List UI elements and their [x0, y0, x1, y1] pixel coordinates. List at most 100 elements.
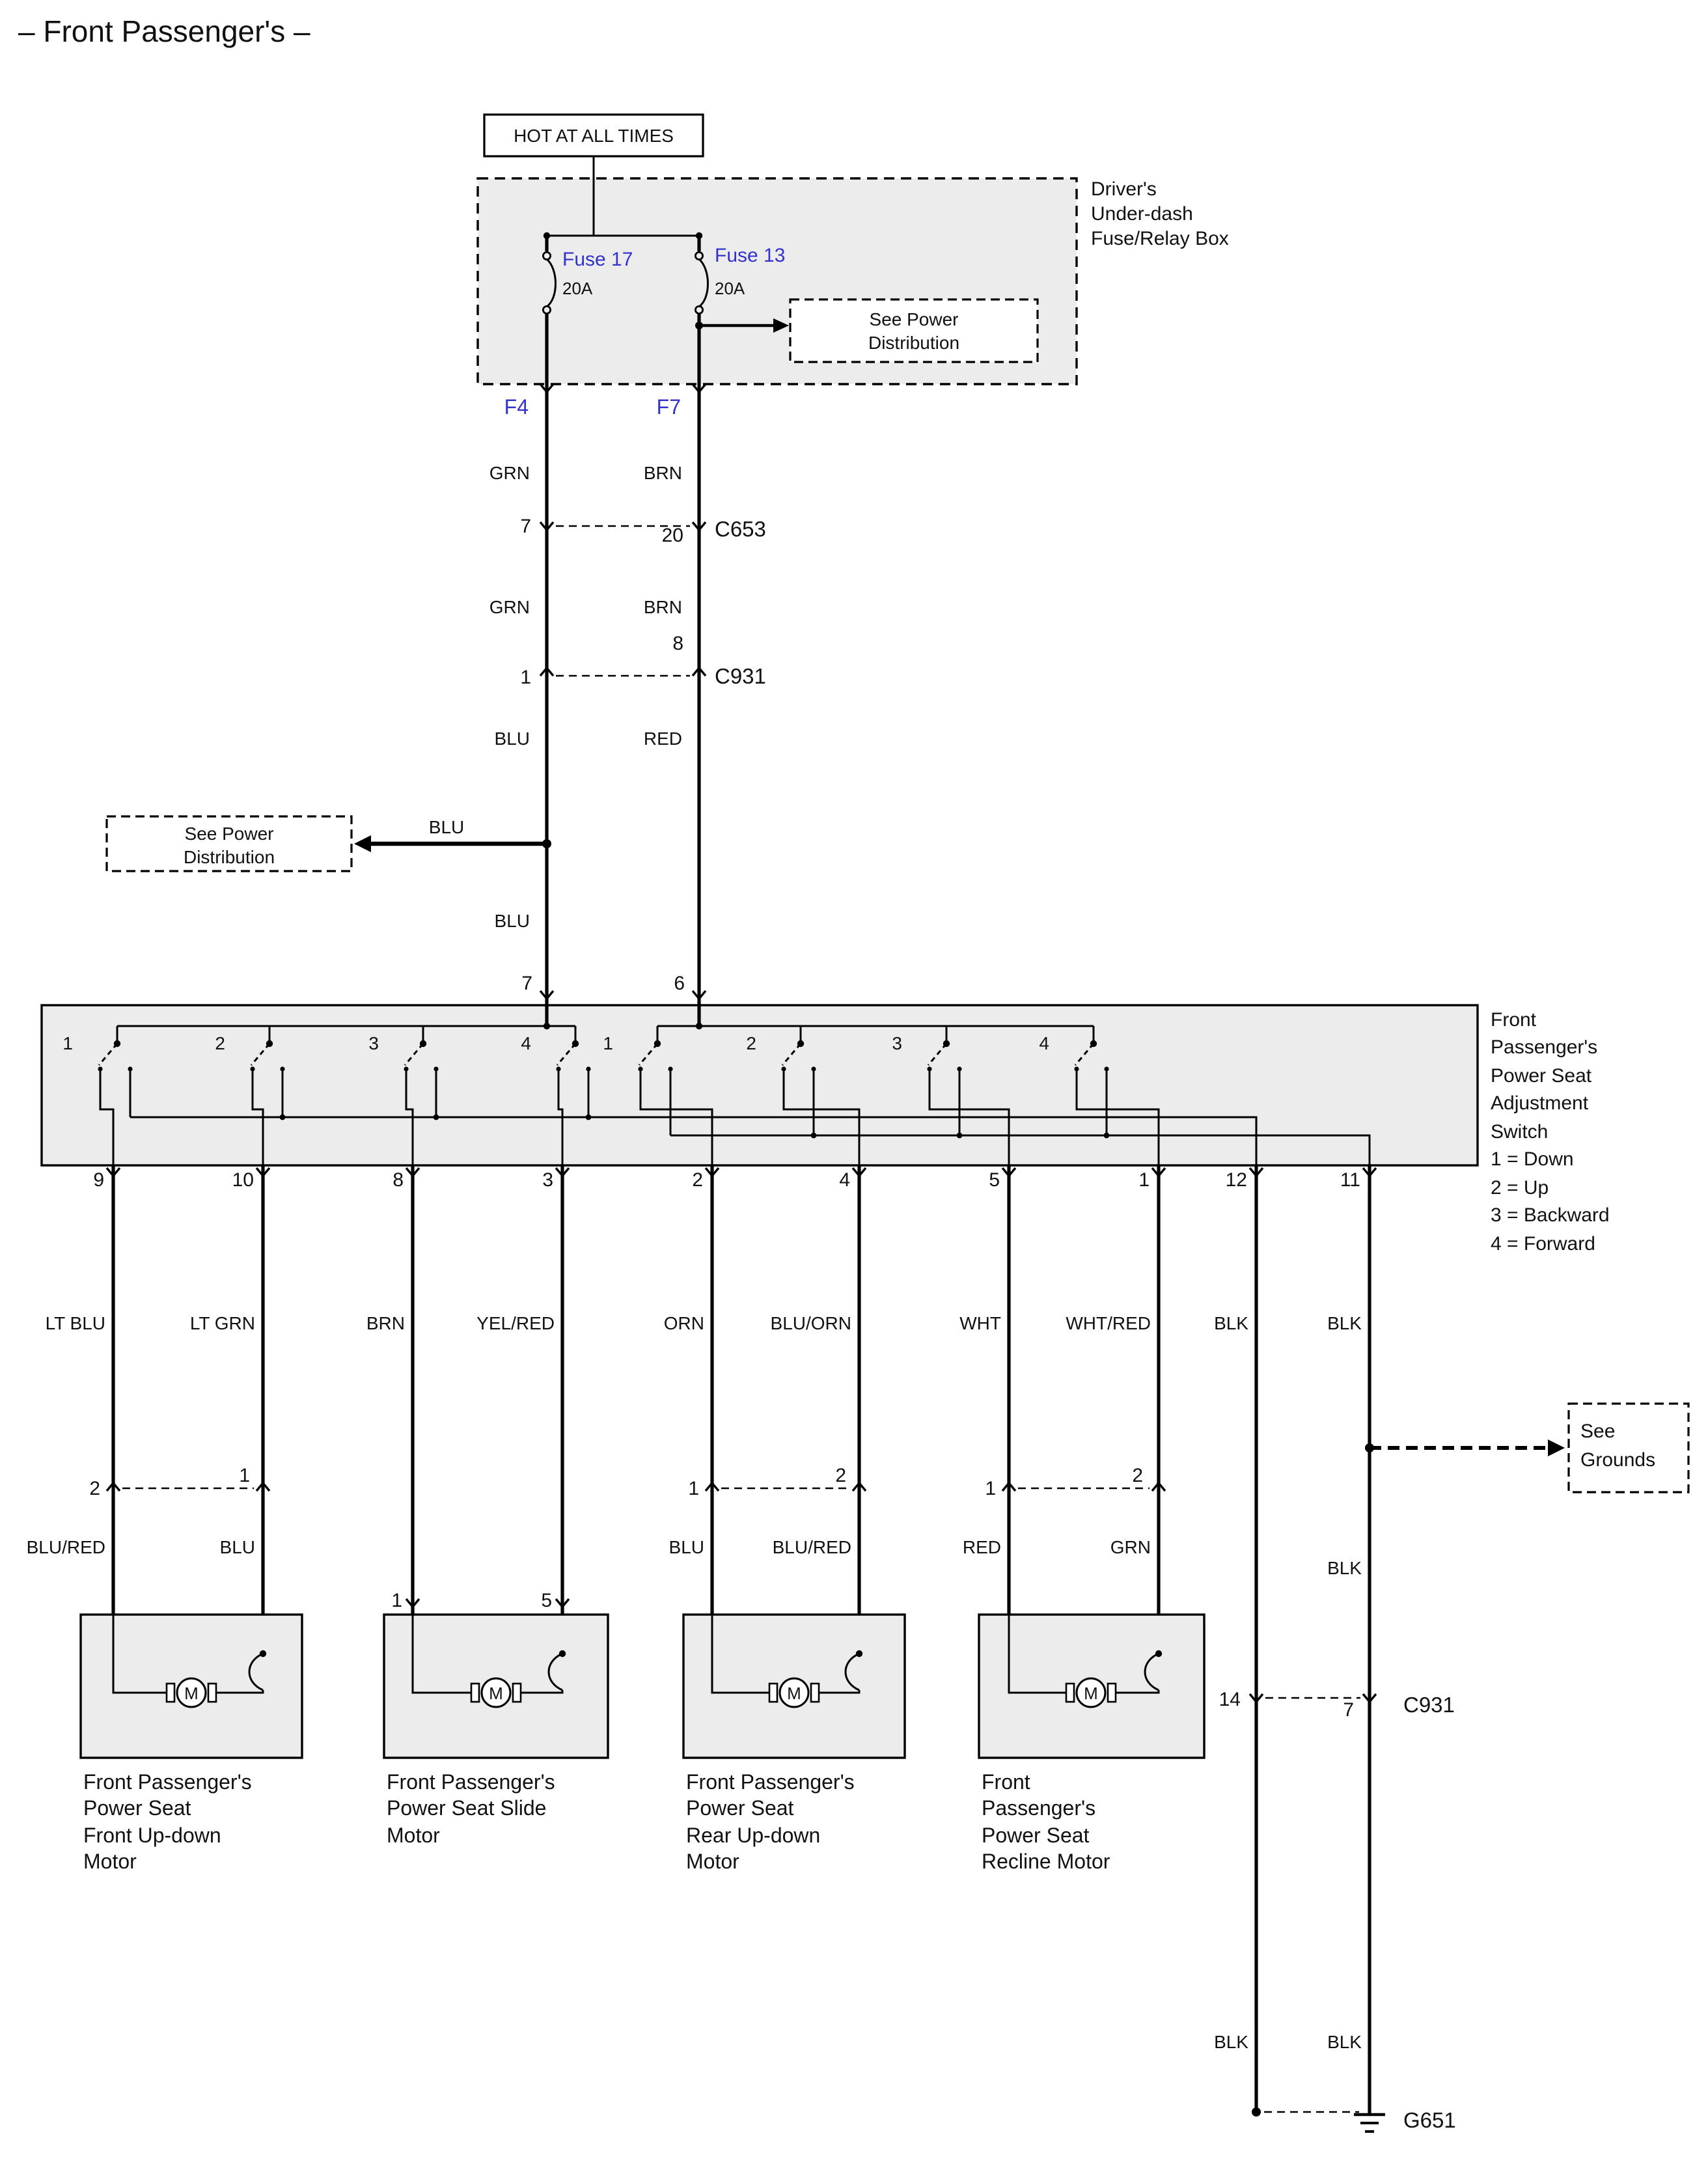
switch-number: 2: [215, 1033, 225, 1053]
junction-dot: [810, 1132, 817, 1139]
motor-symbol: M: [489, 1684, 503, 1703]
output-wires: LT BLU LT GRN BRN YEL/RED ORN BLU/ORN WH…: [27, 1165, 1371, 2115]
wire-color-label: BRN: [644, 463, 682, 483]
junction-dot: [585, 1114, 592, 1120]
ground-g651-label: G651: [1403, 2108, 1456, 2132]
motor-slide: M Front Passenger's Power Seat Slide Mot…: [383, 1613, 609, 1847]
motor-label-line: Passenger's: [982, 1796, 1095, 1820]
motor-symbol: M: [184, 1684, 199, 1703]
switch-number: 2: [746, 1033, 756, 1053]
switch-route: [639, 1081, 713, 1165]
switch-out-pin: 11: [1340, 1169, 1360, 1191]
connector-pin-number: 5: [541, 1590, 552, 1611]
switch-pin-number: 6: [674, 973, 685, 994]
hot-feed-line: [547, 156, 699, 237]
fuse-17-label: Fuse 17: [562, 249, 633, 270]
switch-out-pin: 1: [1138, 1169, 1150, 1191]
arrow-right-icon: [773, 318, 789, 333]
connector-pin-number: 1: [985, 1478, 996, 1499]
switch-pin-number: 7: [521, 973, 532, 994]
switch-route: [99, 1081, 115, 1165]
wire-color-label: GRN: [1110, 1537, 1151, 1557]
ground-run: See Grounds BLK 14 7 C931 BLK BLK G651: [1214, 1402, 1690, 2133]
junction-dot: [1252, 2107, 1261, 2117]
motor-front-up-down: M Front Passenger's Power Seat Front Up-…: [79, 1613, 303, 1873]
see-power-line1: See Power: [185, 824, 274, 844]
switch-ground-collector: [129, 1081, 1258, 1165]
pin-f7-label: F7: [657, 395, 681, 419]
motor-label-line: Front: [982, 1770, 1030, 1794]
motor-symbol: M: [1084, 1684, 1098, 1703]
switch-out-pin: 8: [393, 1169, 404, 1191]
output-wire-bundle: [111, 1165, 1371, 2115]
see-grounds-box: [1567, 1402, 1690, 1493]
motor-label-line: Power Seat Slide: [387, 1796, 546, 1820]
switch-out-pin: 4: [839, 1169, 850, 1191]
junction-dot: [695, 1022, 703, 1030]
switch-route: [1075, 1081, 1160, 1165]
motor-symbol: M: [787, 1684, 801, 1703]
wire-color-label: BLU: [495, 729, 530, 749]
switch-legend-line: 4 = Forward: [1491, 1233, 1595, 1255]
connector-pin-number: 2: [835, 1465, 846, 1486]
motor-rear-up-down: M Front Passenger's Power Seat Rear Up-d…: [682, 1613, 906, 1873]
connector-c653-label: C653: [715, 517, 766, 541]
connector-pin-number: 2: [1132, 1465, 1143, 1486]
seat-adjustment-switch: Front Passenger's Power Seat Adjustment …: [40, 1004, 1610, 1255]
motor-label-line: Motor: [686, 1850, 739, 1873]
motor-label-line: Motor: [83, 1850, 137, 1873]
hot-at-all-times-box: [483, 113, 704, 158]
switch-route: [557, 1081, 564, 1165]
junction-dot: [543, 1022, 551, 1030]
wire-color-label: LT BLU: [46, 1313, 105, 1333]
switch-number: 1: [62, 1033, 73, 1053]
connector-pin-number: 14: [1219, 1689, 1241, 1710]
see-power-line1: See Power: [870, 309, 959, 329]
switch-number: 1: [603, 1033, 613, 1053]
see-power-line2: Distribution: [184, 847, 275, 867]
fuse-box-label-line3: Fuse/Relay Box: [1091, 228, 1229, 249]
wire-color-label: WHT: [959, 1313, 1001, 1333]
wire-color-label: YEL/RED: [476, 1313, 555, 1333]
fuse-13-symbol: [695, 236, 709, 314]
wire-color-label: BLK: [1327, 1558, 1362, 1578]
switch-label-line: Passenger's: [1491, 1036, 1597, 1058]
connector-pin-number: 1: [520, 667, 531, 688]
connector-pin-number: 1: [239, 1465, 250, 1486]
connector-c931-label: C931: [715, 664, 766, 688]
switch-out-pin: 2: [692, 1169, 703, 1191]
diagram-title: – Front Passenger's –: [18, 14, 310, 48]
switch-number: 3: [368, 1033, 379, 1053]
switch-route: [928, 1081, 1010, 1165]
fuse-17-symbol: [542, 236, 557, 314]
switch-label-line: Switch: [1491, 1121, 1548, 1143]
wire-color-label: GRN: [489, 597, 530, 617]
wire-color-label: BLK: [1327, 1313, 1362, 1333]
motor-label-line: Front Up-down: [83, 1824, 221, 1847]
connector-c931-label: C931: [1403, 1693, 1455, 1717]
switch-out-pin: 9: [93, 1169, 104, 1191]
junction-dot: [279, 1114, 286, 1120]
wire-color-label: RED: [963, 1537, 1001, 1557]
fuse-13-label: Fuse 13: [715, 245, 785, 266]
switch-label-line: Adjustment: [1491, 1092, 1589, 1114]
main-wire-runs: GRN BRN 7 20 C653 GRN BRN 1 8 C931 BLU R…: [105, 314, 766, 1005]
switch-legend-line: 2 = Up: [1491, 1177, 1549, 1199]
switch-number: 4: [521, 1033, 531, 1053]
switch-ground-collector: [669, 1081, 1371, 1165]
motor-label-line: Power Seat: [982, 1824, 1090, 1847]
wire-color-label: BLU: [429, 817, 464, 837]
ground-symbol-icon: [1354, 2113, 1385, 2133]
motor-recline: M Front Passenger's Power Seat Recline M…: [978, 1613, 1205, 1873]
wire-color-label: BRN: [644, 597, 682, 617]
wire-color-label: BLU/RED: [773, 1537, 851, 1557]
motor-label-line: Rear Up-down: [686, 1824, 820, 1847]
switch-out-pin: 10: [232, 1169, 254, 1191]
motor-label-line: Front Passenger's: [83, 1770, 252, 1794]
motor-label-line: Recline Motor: [982, 1850, 1110, 1873]
connector-pin-number: 1: [688, 1478, 699, 1499]
connector-pin-number: 20: [662, 525, 683, 546]
wire-color-label: RED: [644, 729, 682, 749]
switch-number: 4: [1039, 1033, 1049, 1053]
wire-color-label: BLU: [220, 1537, 255, 1557]
